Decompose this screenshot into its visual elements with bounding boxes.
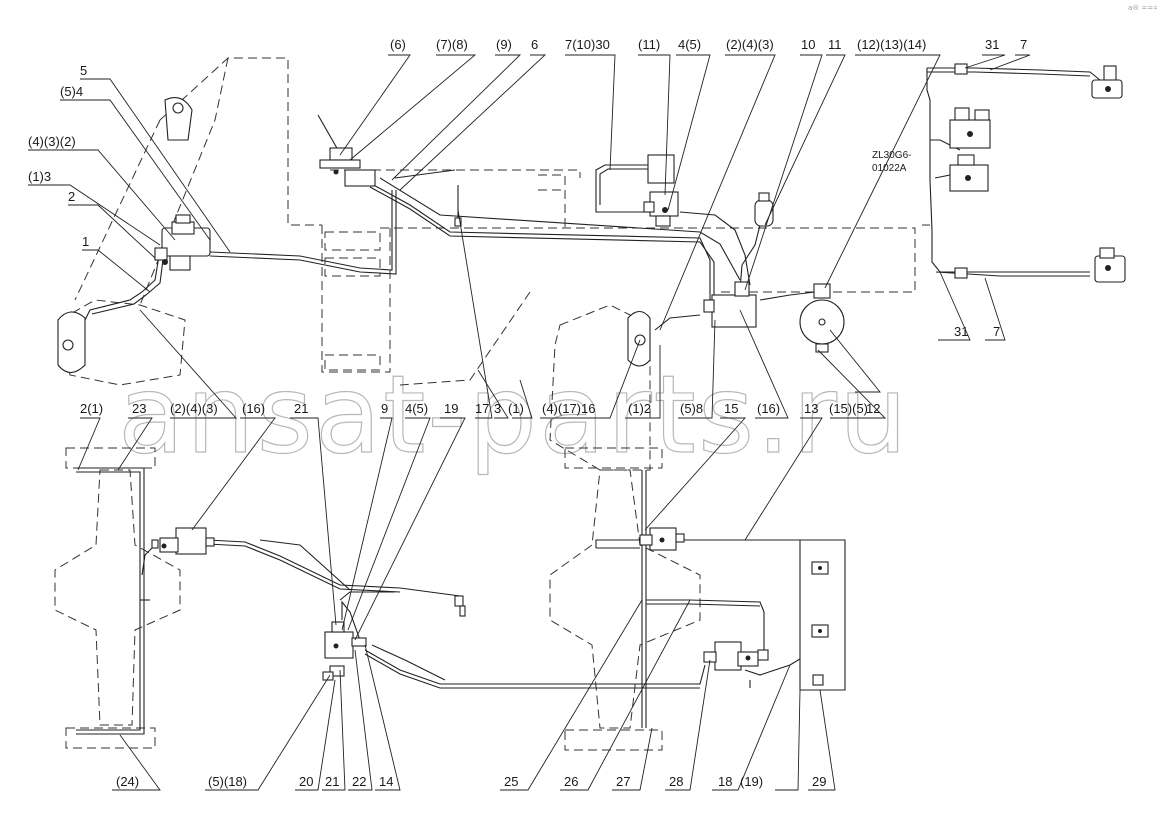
callout: (1)2 [628, 401, 651, 416]
sensor-17 [454, 185, 462, 227]
callout: 26 [564, 774, 578, 789]
callout: 22 [352, 774, 366, 789]
callout: (16) [757, 401, 780, 416]
callout: (1) [508, 401, 524, 416]
callout: 21 [294, 401, 308, 416]
callout: 14 [379, 774, 393, 789]
callout: (16) [242, 401, 265, 416]
callout: 9 [381, 401, 388, 416]
callout: 6 [531, 37, 538, 52]
callout: 23 [132, 401, 146, 416]
callout: 2(1) [80, 401, 103, 416]
callout: (19) [740, 774, 763, 789]
callout: 25 [504, 774, 518, 789]
callout: 4(5) [678, 37, 701, 52]
master-cylinder [154, 214, 211, 271]
callout: 31 [985, 37, 999, 52]
control-valve-center [322, 621, 367, 681]
callout: (2)(4)(3) [170, 401, 218, 416]
callout: (9) [496, 37, 512, 52]
callout: 7 [1020, 37, 1027, 52]
callout: 18 [718, 774, 732, 789]
callout: 31 [954, 324, 968, 339]
pipes-bottom [76, 467, 821, 735]
callout: 7(10)30 [565, 37, 610, 52]
rear-brake-chamber [151, 527, 215, 555]
callout: (4)(17)16 [542, 401, 595, 416]
callout: 11 [828, 37, 842, 52]
callout: 10 [801, 37, 815, 52]
front-axle-top [627, 310, 651, 367]
callout: (1)3 [28, 169, 51, 184]
callout: (5)4 [60, 84, 83, 99]
air-tank-bottom [799, 539, 846, 691]
callout: 27 [616, 774, 630, 789]
callout: (12)(13)(14) [857, 37, 926, 52]
frame-outline [59, 57, 916, 471]
callout: 4(5) [405, 401, 428, 416]
rear-axle-bottom [54, 447, 181, 749]
front-relay-valve [639, 527, 685, 551]
callout: 17 [475, 401, 489, 416]
callout: 19 [444, 401, 458, 416]
callout: (11) [638, 37, 660, 52]
drawing-code-line-1: ZL30G6- [872, 150, 911, 161]
callout: 28 [669, 774, 683, 789]
callout: 15 [724, 401, 738, 416]
callout: 12 [866, 401, 880, 416]
callout: (15)(5) [829, 401, 868, 416]
callout: (5)8 [680, 401, 703, 416]
brake-pedal-assembly [317, 114, 376, 187]
corner-mark: a® === [1128, 4, 1157, 12]
pipes-top [84, 164, 816, 331]
sensor-bottom [454, 595, 466, 617]
callout: (7)(8) [436, 37, 468, 52]
callout: 3 [494, 401, 501, 416]
air-tank-12 [799, 283, 845, 353]
callout: 7 [993, 324, 1000, 339]
callouts-top: 5 (5)4 (4)(3)(2) (1)3 2 1 (6) (7)(8) (9)… [28, 37, 1027, 416]
callout: (4)(3)(2) [28, 134, 76, 149]
brake-valve-11 [643, 154, 679, 227]
relay-valve-15 [703, 281, 757, 328]
inset-detail [922, 63, 1126, 283]
callout: 13 [804, 401, 818, 416]
callout: (2)(4)(3) [726, 37, 774, 52]
callouts-bottom: (24) (5)(18) 20 21 22 14 25 26 27 28 18 … [116, 774, 826, 789]
leader-lines [28, 54, 1031, 791]
callout: 5 [80, 63, 87, 78]
callout: (24) [116, 774, 139, 789]
callout: 21 [325, 774, 339, 789]
callouts-mid: 2(1) 23 (2)(4)(3) (16) 21 9 4(5) 19 17 3… [80, 401, 868, 416]
accumulator-11 [754, 192, 774, 227]
callout: 20 [299, 774, 313, 789]
rear-axle-top [57, 97, 193, 374]
front-brake-chamber [703, 641, 769, 671]
drawing-code-line-2: 01022A [872, 163, 907, 174]
callout: 29 [812, 774, 826, 789]
callout: (5)(18) [208, 774, 247, 789]
callout: 1 [82, 234, 89, 249]
callout: 2 [68, 189, 75, 204]
callout: (6) [390, 37, 406, 52]
watermark: ansat-parts.ru [118, 353, 909, 478]
